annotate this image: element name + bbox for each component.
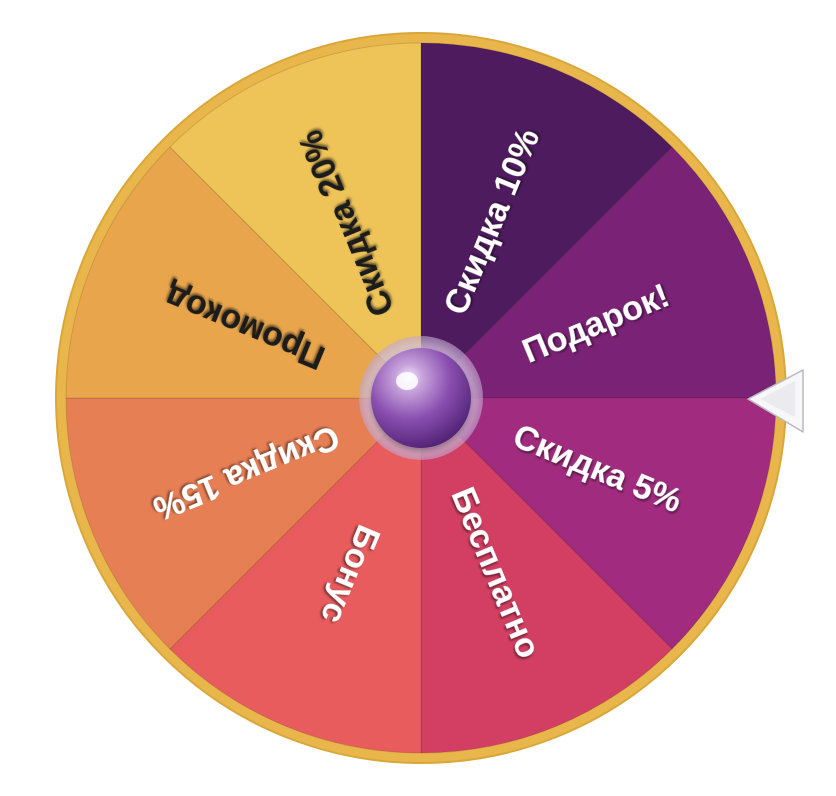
- wheel-segment: [65, 397, 423, 650]
- wheel-segment: [419, 146, 777, 399]
- purple-orb-icon: [371, 348, 471, 448]
- orb-highlight: [396, 372, 418, 390]
- triangle-pointer-icon: [747, 369, 804, 433]
- wheel-segment: [420, 42, 673, 400]
- wheel-segment: [65, 146, 423, 399]
- wheel-segment: [169, 396, 422, 754]
- spin-hub-button[interactable]: [359, 336, 483, 460]
- wheel-segment: [169, 42, 422, 400]
- wheel-segment: [419, 397, 777, 650]
- wheel-segment: [420, 396, 673, 754]
- wheel-segments: [65, 42, 777, 754]
